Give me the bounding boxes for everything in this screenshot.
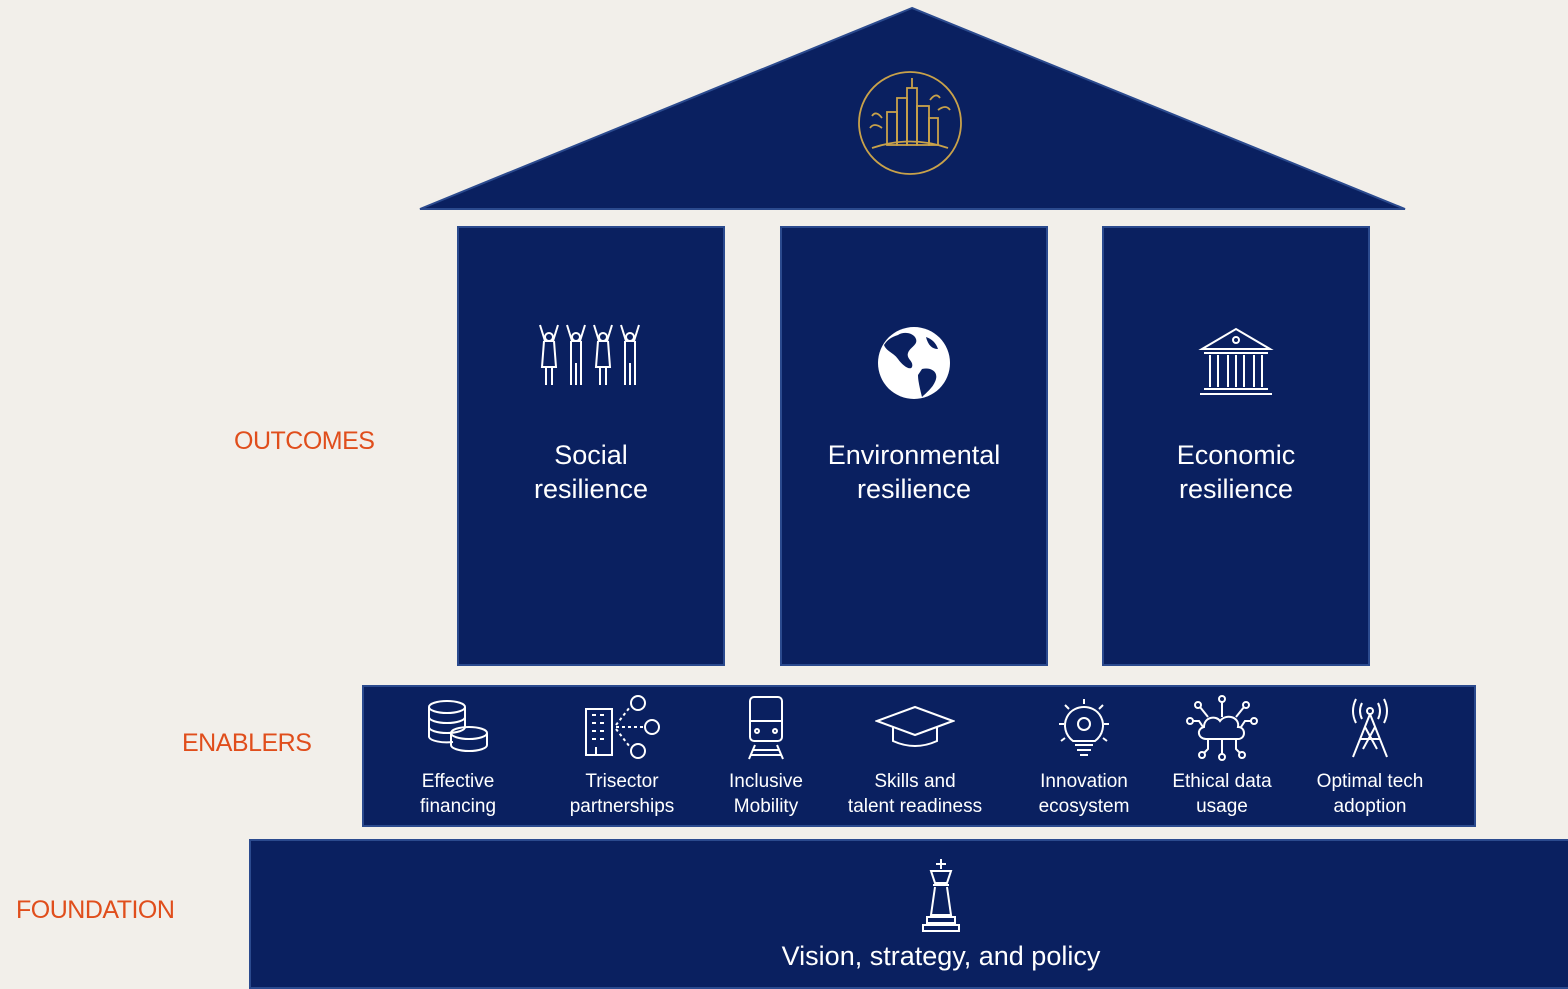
cloud-network-icon (1186, 695, 1258, 761)
pillar-economic-resilience: Economic resilience (1102, 226, 1370, 666)
graduation-cap-icon (875, 705, 955, 747)
enabler-label: Effective financing (419, 771, 497, 817)
bank-building-icon (1198, 327, 1274, 395)
enabler-ethical-data-usage: Ethical data usage (1142, 687, 1302, 829)
enabler-inclusive-mobility: Inclusive Mobility (686, 687, 846, 829)
city-emblem-icon (858, 71, 962, 175)
enabler-effective-financing: Effective financing (378, 687, 538, 829)
foundation-label: FOUNDATION (16, 896, 175, 924)
enabler-label: Trisector partnerships (569, 771, 675, 817)
train-icon (748, 696, 784, 760)
people-cheering-icon (539, 324, 640, 385)
enabler-trisector-partnerships: Trisector partnerships (542, 687, 702, 829)
pillar-title-environmental: Environmental resilience (827, 440, 1001, 504)
pillar-environmental-resilience: Environmental resilience (780, 226, 1048, 666)
pillar-social-resilience: Social resilience (457, 226, 725, 666)
pillar-title-economic: Economic resilience (1176, 440, 1296, 504)
enabler-label: Innovation ecosystem (1038, 771, 1130, 817)
enablers-label: ENABLERS (182, 729, 312, 757)
outcomes-label: OUTCOMES (234, 427, 375, 455)
foundation-title: Vision, strategy, and policy (781, 941, 1101, 971)
enabler-label: Skills and talent readiness (847, 771, 983, 817)
lightbulb-gear-icon (1059, 699, 1109, 756)
antenna-tower-icon (1352, 698, 1388, 758)
enabler-label: Ethical data usage (1172, 771, 1272, 817)
globe-icon (878, 327, 950, 399)
foundation-block: Vision, strategy, and policy (249, 839, 1568, 989)
enabler-label: Inclusive Mobility (729, 771, 803, 817)
enablers-band: Effective financing Trisector partnershi… (362, 685, 1476, 827)
enabler-label: Optimal tech adoption (1316, 771, 1424, 817)
pillar-title-social: Social resilience (533, 440, 649, 504)
enabler-innovation-ecosystem: Innovation ecosystem (1004, 687, 1164, 829)
roof-pediment (419, 6, 1406, 210)
chess-king-icon (922, 859, 960, 932)
enabler-optimal-tech-adoption: Optimal tech adoption (1290, 687, 1450, 829)
coins-icon (428, 700, 488, 752)
building-network-icon (585, 695, 660, 759)
enabler-skills-talent-readiness: Skills and talent readiness (835, 687, 995, 829)
